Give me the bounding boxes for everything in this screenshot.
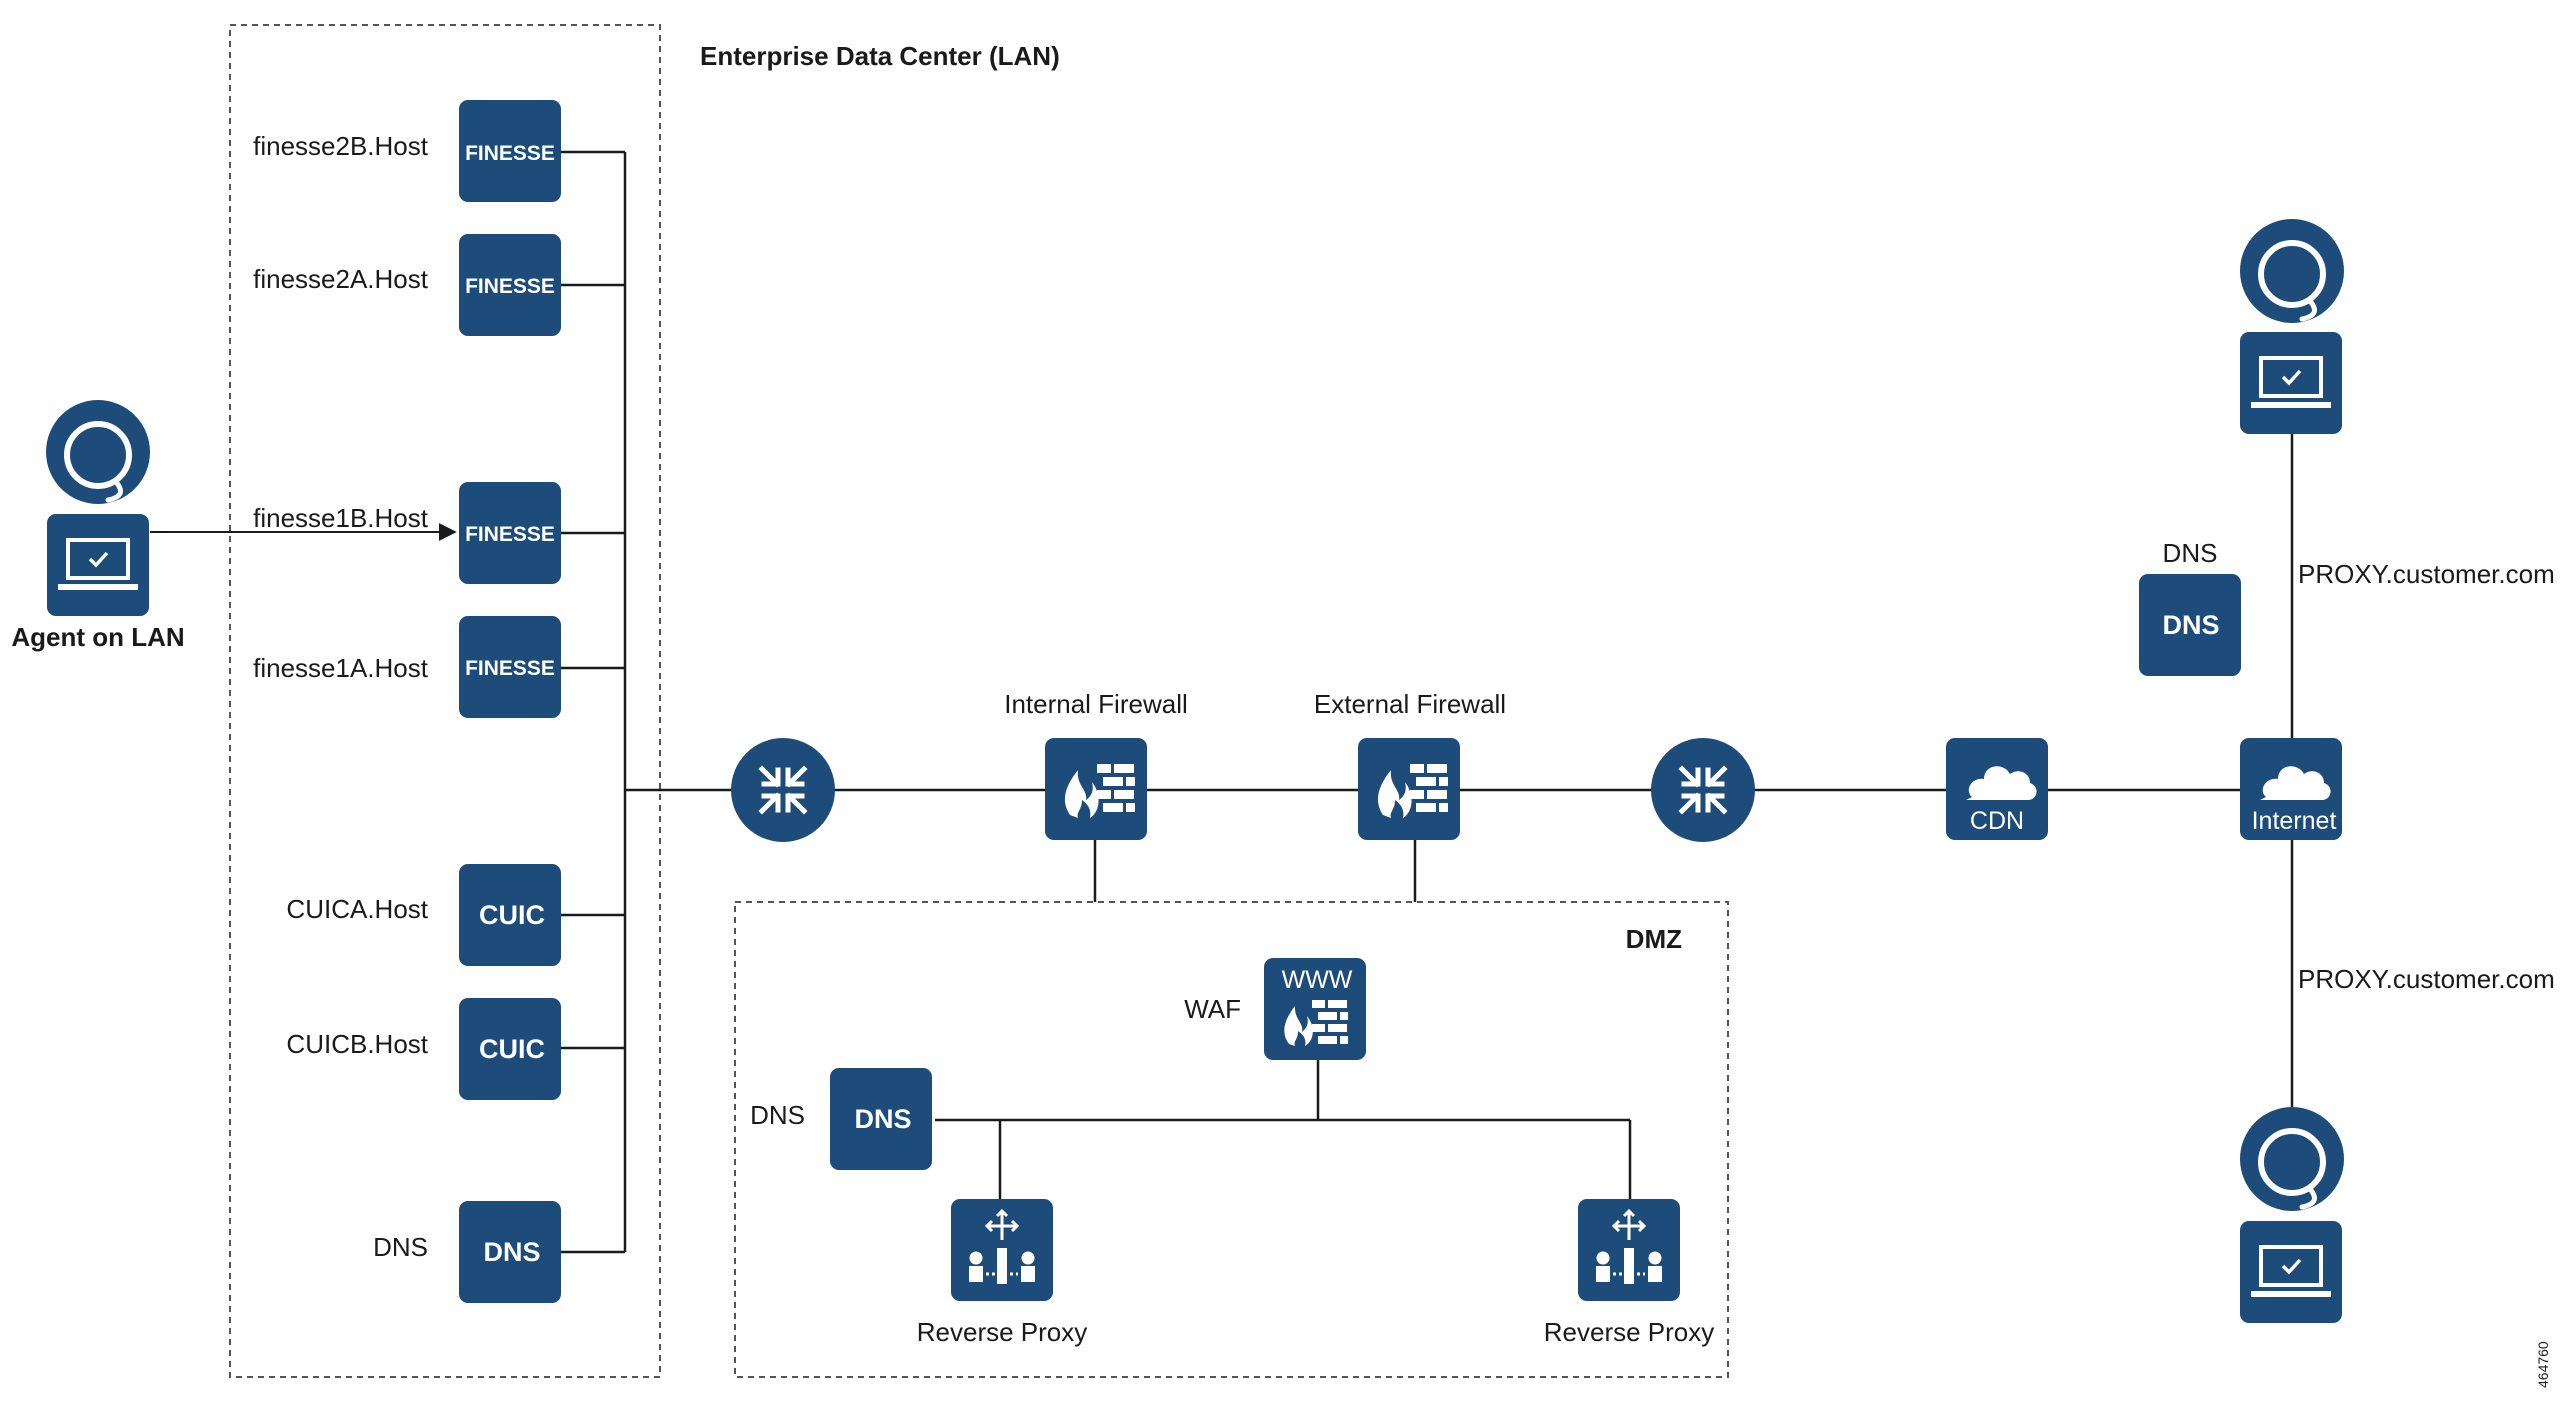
dmz-zone-title: DMZ [1626, 924, 1682, 954]
headset-agent-icon [2240, 219, 2344, 323]
cuic-icon-text: CUIC [479, 900, 545, 930]
reverse-proxy-left-label: Reverse Proxy [917, 1317, 1088, 1347]
finesse-icon-text: FINESSE [465, 142, 555, 165]
finesse-icon [459, 234, 561, 336]
finesse-2a-server[interactable]: finesse2A.Host FINESSE [253, 234, 561, 336]
host-label-cuicb: CUICB.Host [286, 1029, 428, 1059]
router-icon [731, 738, 835, 842]
finesse-icon-text: FINESSE [465, 657, 555, 680]
internet[interactable]: Internet [2240, 738, 2342, 840]
dns-lan-server[interactable]: DNS DNS [373, 1201, 561, 1303]
laptop-icon [2240, 1221, 2342, 1323]
external-firewall[interactable]: External Firewall [1314, 689, 1506, 840]
external-firewall-label: External Firewall [1314, 689, 1506, 719]
laptop-icon [2240, 332, 2342, 434]
lan-zone-title: Enterprise Data Center (LAN) [700, 41, 1060, 71]
headset-agent-icon [2240, 1107, 2344, 1211]
finesse-icon [459, 482, 561, 584]
router-left[interactable] [731, 738, 835, 842]
dns-icon-text: DNS [483, 1237, 540, 1267]
reverse-proxy-left[interactable]: Reverse Proxy [917, 1199, 1088, 1347]
remote-agent-bottom[interactable] [2240, 1107, 2344, 1323]
internal-firewall[interactable]: Internal Firewall [1004, 689, 1188, 840]
dns-external-label: DNS [2163, 538, 2218, 568]
proxy-url-bottom: PROXY.customer.com [2298, 964, 2555, 994]
host-label-finesse2b: finesse2B.Host [253, 131, 429, 161]
router-right[interactable] [1651, 738, 1755, 842]
cuic-a-server[interactable]: CUICA.Host CUIC [286, 864, 561, 966]
cdn[interactable]: CDN [1946, 738, 2048, 840]
finesse-icon-text: FINESSE [465, 275, 555, 298]
www-label: WWW [1282, 966, 1353, 994]
cdn-label: CDN [1970, 807, 2024, 835]
host-label-finesse1b: finesse1B.Host [253, 503, 429, 533]
lan-zone-border [229, 24, 661, 1378]
cuic-b-server[interactable]: CUICB.Host CUIC [286, 998, 561, 1100]
dns-icon [459, 1201, 561, 1303]
dns-dmz-label: DNS [750, 1100, 805, 1130]
host-label-finesse1a: finesse1A.Host [253, 653, 429, 683]
internet-label: Internet [2252, 807, 2337, 835]
laptop-icon [47, 514, 149, 616]
waf[interactable]: WAF WWW [1184, 958, 1366, 1060]
dns-dmz-server[interactable]: DNS DNS [750, 1068, 932, 1170]
proxy-url-top: PROXY.customer.com [2298, 559, 2555, 589]
host-label-dns-lan: DNS [373, 1232, 428, 1262]
reverse-proxy-right-label: Reverse Proxy [1544, 1317, 1715, 1347]
headset-agent-icon [46, 400, 150, 504]
cuic-icon [459, 864, 561, 966]
host-label-cuica: CUICA.Host [286, 894, 428, 924]
agent-lan-label: Agent on LAN [11, 622, 184, 652]
finesse-icon [459, 616, 561, 718]
cuic-icon [459, 998, 561, 1100]
dns-icon-text: DNS [854, 1104, 911, 1134]
reverse-proxy-right[interactable]: Reverse Proxy [1544, 1199, 1715, 1347]
waf-label: WAF [1184, 994, 1241, 1024]
remote-agent-top[interactable] [2240, 219, 2344, 434]
cuic-icon-text: CUIC [479, 1034, 545, 1064]
dns-icon-text: DNS [2162, 610, 2219, 640]
dmz-zone-border [734, 901, 1729, 1378]
agent-lan[interactable]: Agent on LAN [11, 400, 185, 652]
dns-icon [2139, 574, 2241, 676]
finesse-2b-server[interactable]: finesse2B.Host FINESSE [253, 100, 561, 202]
host-label-finesse2a: finesse2A.Host [253, 264, 429, 294]
figure-id: 464760 [2535, 1341, 2551, 1388]
dns-icon [830, 1068, 932, 1170]
internal-firewall-label: Internal Firewall [1004, 689, 1188, 719]
finesse-1a-server[interactable]: finesse1A.Host FINESSE [253, 616, 561, 718]
finesse-icon [459, 100, 561, 202]
finesse-icon-text: FINESSE [465, 523, 555, 546]
dns-external-server[interactable]: DNS DNS [2139, 538, 2241, 676]
router-icon [1651, 738, 1755, 842]
finesse-1b-server[interactable]: finesse1B.Host FINESSE [253, 482, 561, 584]
